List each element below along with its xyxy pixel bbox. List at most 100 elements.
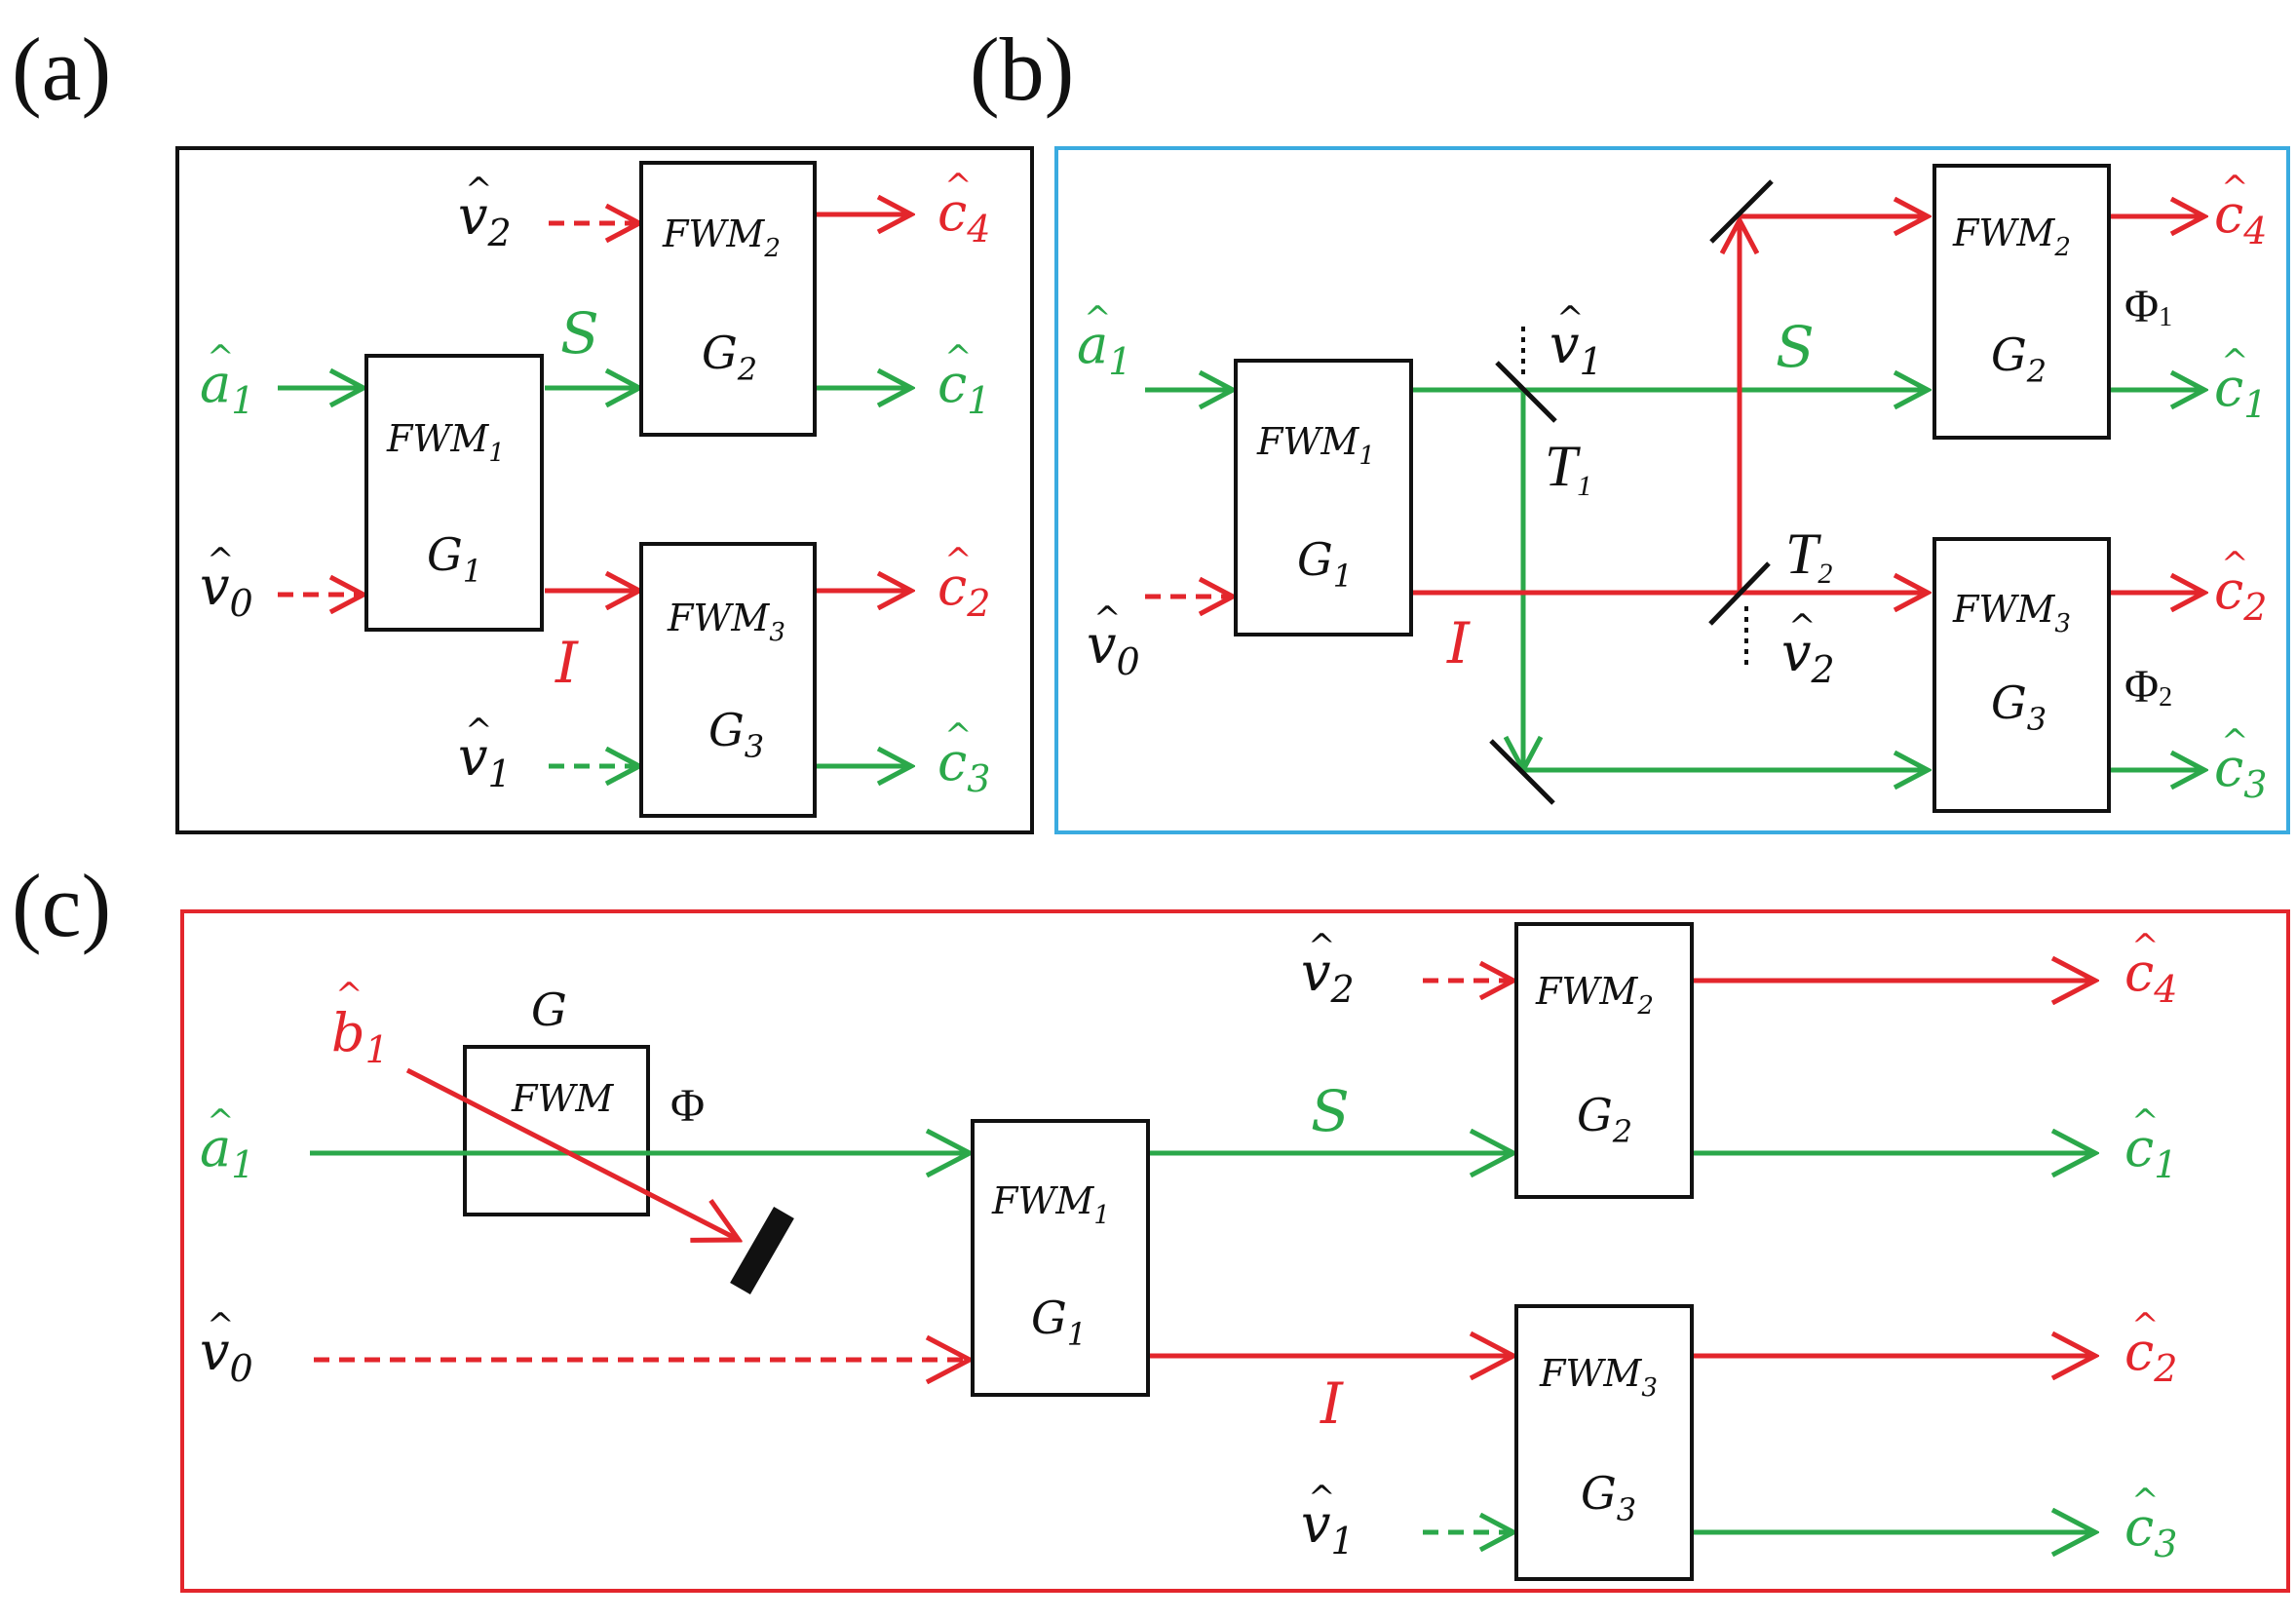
b-t2-label: T	[1785, 521, 1821, 586]
svg-text:FWM1: FWM1	[1256, 420, 1375, 471]
b-c4-hat: ^	[2221, 169, 2249, 208]
b-fwm3-name: FWM	[1952, 588, 2055, 631]
panel-c-label: (c)	[12, 856, 111, 955]
svg-text:a1: a1	[200, 353, 254, 422]
b-output-c4: c	[2214, 183, 2243, 245]
c-output-c2: c	[2124, 1321, 2154, 1382]
a-fwm2-gain: G	[702, 327, 738, 379]
a-fwm1-name: FWM	[386, 417, 489, 460]
c-input-v1-sub: 1	[1331, 1520, 1355, 1562]
a-c2-hat: ^	[944, 541, 973, 580]
c-c2-hat: ^	[2131, 1306, 2160, 1345]
c-output-c2-sub: 2	[2153, 1347, 2177, 1390]
svg-text:T1: T1	[1545, 434, 1591, 502]
c-fwm2-gain-sub: 2	[1612, 1113, 1632, 1150]
c-input-v0-sub: 0	[230, 1347, 253, 1390]
b-t1-label: T	[1545, 434, 1581, 498]
c-fwm2-name: FWM	[1535, 970, 1638, 1013]
svg-text:FWM3: FWM3	[1952, 588, 2071, 638]
svg-text:G2: G2	[702, 327, 757, 388]
a-c1-hat: ^	[944, 338, 973, 377]
svg-text:c2: c2	[938, 556, 990, 625]
c-pre-fwm-box: FWM G Φ	[463, 984, 705, 1216]
svg-text:v2: v2	[1781, 622, 1835, 691]
svg-text:G1: G1	[1297, 533, 1353, 595]
b-fwm2-gain-sub: 2	[2026, 353, 2047, 390]
c-signal-label: S	[1311, 1078, 1350, 1144]
c-v2-hat: ^	[1308, 927, 1336, 966]
a-output-c3-sub: 3	[967, 757, 990, 800]
a-input-v2: v	[458, 185, 488, 247]
b-c3-hat: ^	[2221, 722, 2249, 761]
a-fwm1-gain: G	[427, 528, 463, 581]
svg-text:v2: v2	[1301, 942, 1355, 1011]
svg-text:v0: v0	[1087, 614, 1140, 683]
c-c3-hat: ^	[2131, 1482, 2160, 1521]
a-fwm2-sub: 2	[763, 234, 781, 263]
a-input-a1: a	[200, 353, 231, 414]
b-output-c3: c	[2214, 737, 2243, 798]
svg-text:G1: G1	[427, 528, 482, 590]
a-v0-hat: ^	[207, 541, 235, 580]
a-input-v1-sub: 1	[488, 752, 512, 795]
c-fwm3-box: FWM3 G3	[1514, 1304, 1694, 1581]
c-a1-hat: ^	[207, 1102, 235, 1141]
c-output-c1-sub: 1	[2154, 1143, 2177, 1186]
a-fwm1-sub: 1	[488, 439, 505, 468]
b-fwm1-name: FWM	[1256, 420, 1359, 463]
svg-text:c4: c4	[2214, 183, 2267, 252]
a-fwm2-box: FWM2 G2	[639, 161, 817, 437]
svg-text:v2: v2	[458, 185, 512, 254]
svg-text:c3: c3	[2214, 737, 2267, 806]
svg-text:FWM2: FWM2	[662, 212, 781, 263]
svg-text:FWM1: FWM1	[991, 1179, 1110, 1230]
b-c2-hat: ^	[2221, 545, 2249, 584]
b-phi1-sub: 1	[2159, 302, 2172, 332]
svg-text:c2: c2	[2124, 1321, 2177, 1390]
svg-text:c4: c4	[2124, 942, 2177, 1011]
svg-text:T2: T2	[1785, 521, 1832, 590]
b-input-a1: a	[1077, 314, 1108, 375]
a-fwm1-box: FWM1 G1	[364, 354, 544, 632]
b-t1-sub: 1	[1577, 470, 1591, 502]
c-fwm2-gain: G	[1577, 1089, 1613, 1141]
b-phi2-sub: 2	[2159, 682, 2172, 713]
b-v1-hat: ^	[1556, 299, 1585, 338]
c-fwm2-sub: 2	[1636, 991, 1654, 1021]
c-fwm2-box: FWM2 G2	[1514, 922, 1694, 1199]
svg-text:a1: a1	[200, 1117, 254, 1186]
a-output-c2-sub: 2	[966, 582, 990, 625]
c-input-a1-sub: 1	[231, 1143, 254, 1186]
svg-text:FWM3: FWM3	[667, 597, 785, 647]
b-fwm1-gain: G	[1297, 533, 1333, 586]
svg-text:v1: v1	[1301, 1493, 1355, 1562]
c-fwm3-gain: G	[1581, 1467, 1617, 1520]
b-c1-hat: ^	[2221, 342, 2249, 381]
svg-text:c3: c3	[938, 731, 990, 800]
a-idler-label: I	[555, 630, 579, 696]
b-signal-label: S	[1776, 314, 1815, 380]
b-phi1-label: Φ	[2124, 281, 2159, 332]
c-output-c1: c	[2124, 1117, 2154, 1178]
c-fwm1-gain: G	[1031, 1292, 1067, 1344]
panel-b: (b) FWM1 G1 FWM2	[970, 19, 2290, 834]
a-input-v1: v	[458, 726, 488, 788]
c-b1-hat: ^	[335, 976, 364, 1015]
svg-text:FWM1: FWM1	[386, 417, 505, 468]
a-signal-label: S	[560, 300, 599, 366]
svg-text:b1: b1	[331, 1002, 389, 1071]
c-fwm3-name: FWM	[1539, 1352, 1642, 1395]
b-v0-hat: ^	[1093, 599, 1122, 638]
c-v0-hat: ^	[207, 1306, 235, 1345]
b-fwm1-sub: 1	[1358, 442, 1375, 471]
c-fwm3-sub: 3	[1641, 1373, 1658, 1403]
svg-text:G2: G2	[1991, 328, 2047, 390]
a-input-v0-sub: 0	[230, 582, 253, 625]
c-idler-label: I	[1320, 1370, 1344, 1437]
b-output-c2-sub: 2	[2242, 586, 2267, 629]
b-fwm1-box: FWM1 G1	[1234, 359, 1413, 636]
c-v1-hat: ^	[1308, 1479, 1336, 1518]
a-c4-hat: ^	[944, 167, 973, 206]
c-input-v0: v	[200, 1321, 230, 1382]
svg-text:c1: c1	[2214, 357, 2267, 426]
